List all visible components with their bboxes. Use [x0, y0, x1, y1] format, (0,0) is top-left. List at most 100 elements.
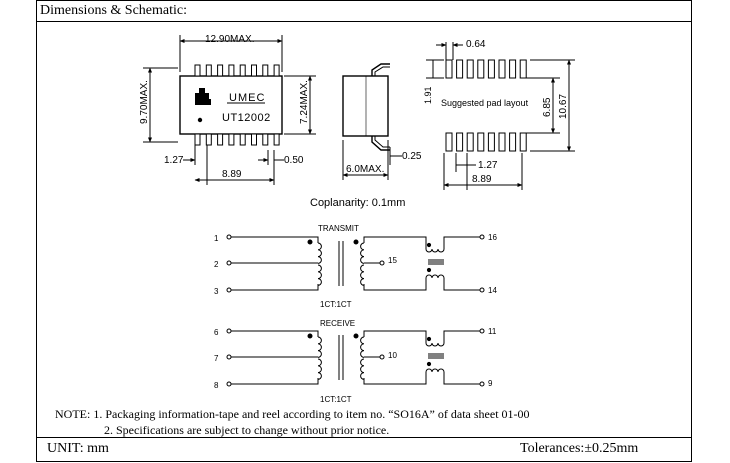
- bottom-lead: [371, 136, 390, 151]
- receive-pin-8: 8: [214, 381, 219, 390]
- bottom-pin: [251, 133, 257, 146]
- terminal-icon: [226, 260, 232, 266]
- transmit-pin-2: 2: [214, 260, 219, 269]
- terminal-icon: [479, 381, 485, 387]
- choke-coil: [425, 342, 445, 347]
- pad: [477, 132, 485, 152]
- pad: [498, 132, 506, 152]
- pad: [456, 59, 464, 79]
- terminal-icon: [379, 354, 385, 360]
- part-number-text: UT12002: [222, 112, 271, 124]
- receive-pin-6: 6: [214, 328, 219, 337]
- pad: [445, 59, 453, 79]
- side-view: [342, 63, 402, 180]
- polarity-dot-icon: [307, 333, 313, 339]
- choke-coil: [425, 248, 445, 253]
- polarity-dot-icon: [426, 242, 432, 248]
- polarity-dot-icon: [426, 361, 432, 367]
- pad: [519, 59, 527, 79]
- pad-caption: Suggested pad layout: [441, 98, 529, 108]
- pad-length-label: 1.91: [423, 86, 433, 104]
- pad: [487, 59, 495, 79]
- receive-pin-10: 10: [388, 351, 397, 360]
- transmit-pin-16: 16: [488, 233, 497, 242]
- pad: [498, 59, 506, 79]
- winding-coil: [360, 336, 365, 358]
- transmit-pin-1: 1: [214, 234, 219, 243]
- pad: [466, 59, 474, 79]
- pad-pitch-label: 1.27: [478, 160, 498, 171]
- pad: [477, 59, 485, 79]
- receive-title: RECEIVE: [320, 319, 355, 328]
- terminal-icon: [226, 381, 232, 387]
- receive-pin-7: 7: [214, 354, 219, 363]
- terminal-icon: [379, 260, 385, 266]
- secondary-wire: [363, 278, 427, 291]
- top-pin-row: [194, 64, 280, 77]
- transmit-title: TRANSMIT: [318, 224, 359, 233]
- body-width-label: 7.24MAX.: [299, 80, 310, 124]
- header-divider: [36, 21, 692, 22]
- pin1-dot-icon: [197, 117, 203, 123]
- inner-span-label: 6.85: [542, 97, 553, 117]
- transmit-pin-15: 15: [388, 256, 397, 265]
- row-span-label: 8.89: [222, 169, 242, 180]
- top-pin: [273, 64, 280, 77]
- pad-span-label: 8.89: [472, 174, 492, 185]
- terminal-icon: [226, 354, 232, 360]
- polarity-dot-icon: [426, 267, 432, 273]
- note-line-1: NOTE: 1. Packaging information-tape and …: [55, 407, 530, 421]
- secondary-wire: [363, 330, 427, 343]
- brand-text: UMEC: [229, 92, 265, 104]
- terminal-icon: [226, 234, 232, 240]
- top-pin: [228, 64, 235, 77]
- coplanarity-text: Coplanarity: 0.1mm: [310, 197, 405, 209]
- section-title: Dimensions & Schematic:: [40, 3, 187, 18]
- pad: [509, 59, 517, 79]
- choke-coil: [425, 274, 445, 279]
- outer-span-label: 10.67: [558, 94, 569, 119]
- pad: [445, 132, 453, 152]
- lead-wire: [231, 236, 319, 243]
- choke-coil: [425, 368, 445, 373]
- top-pin: [251, 64, 257, 77]
- winding-coil: [317, 264, 322, 286]
- lead-wire: [231, 284, 319, 291]
- overall-length-label: 12.90MAX.: [205, 34, 254, 45]
- polarity-dot-icon: [353, 239, 359, 245]
- top-lead: [371, 63, 390, 76]
- unit-label: UNIT: mm: [47, 441, 109, 456]
- pad: [466, 132, 474, 152]
- winding-coil: [360, 264, 365, 286]
- output-wire: [443, 278, 480, 291]
- winding-coil: [317, 336, 322, 358]
- pin-width-label: 0.50: [284, 155, 304, 166]
- pad: [456, 132, 464, 152]
- terminal-icon: [226, 328, 232, 334]
- bottom-pin-row: [194, 133, 280, 146]
- top-pin: [239, 64, 246, 77]
- pin-pitch-label: 1.27: [164, 155, 184, 166]
- winding-coil: [317, 358, 322, 380]
- pad: [509, 132, 517, 152]
- secondary-wire: [363, 236, 427, 249]
- overall-width-label: 9.70MAX.: [139, 80, 150, 124]
- bottom-pin: [228, 133, 235, 146]
- polarity-dot-icon: [307, 239, 313, 245]
- top-view: [143, 35, 316, 185]
- side-body: [342, 75, 389, 137]
- receive-pin-11: 11: [488, 327, 497, 336]
- secondary-wire: [363, 372, 427, 385]
- umec-logo-icon: [195, 88, 211, 105]
- output-wire: [443, 330, 480, 343]
- transmit-pin-14: 14: [488, 286, 497, 295]
- pad-row-top: [445, 59, 527, 79]
- bottom-pin: [273, 133, 280, 146]
- transmit-pin-3: 3: [214, 287, 219, 296]
- bottom-pin: [239, 133, 246, 146]
- output-wire: [443, 236, 480, 249]
- bottom-pin: [217, 133, 224, 146]
- top-pin: [194, 64, 201, 77]
